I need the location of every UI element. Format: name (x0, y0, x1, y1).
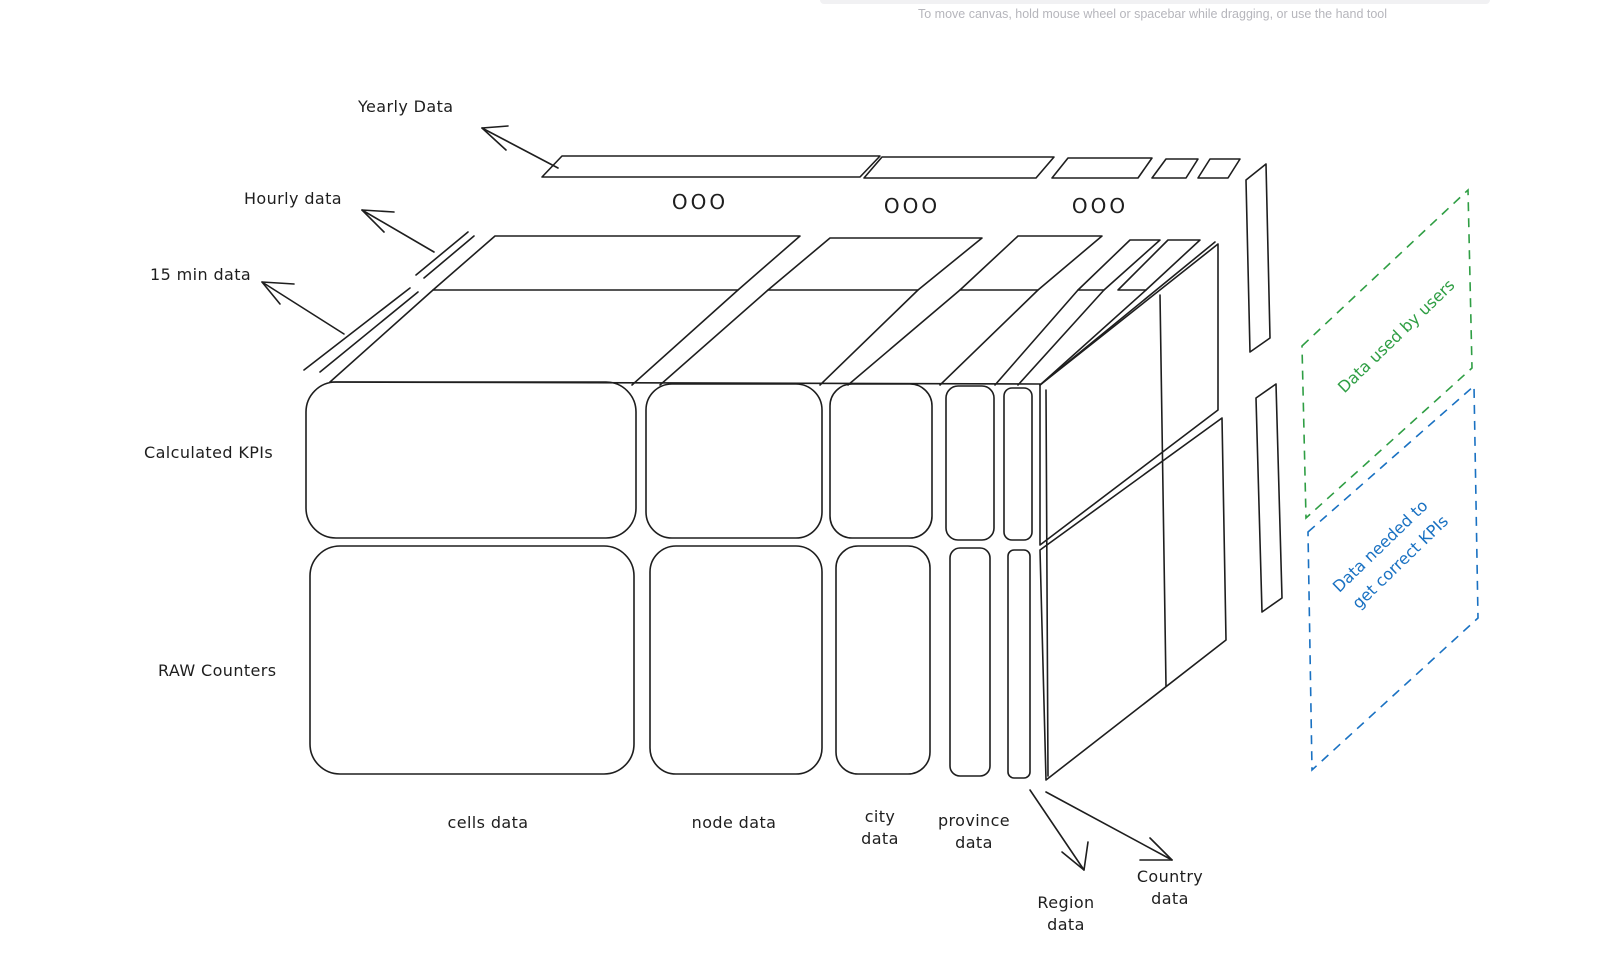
kpi-province-block (945, 385, 995, 541)
ellipsis-3: OOO (1072, 194, 1128, 218)
label-arrows (261, 125, 1173, 871)
label-country-line2: data (1151, 889, 1189, 908)
label-yearly-data: Yearly Data (357, 97, 453, 116)
raw-row (309, 545, 1031, 779)
kpi-city-block (829, 383, 933, 539)
label-country-line1: Country (1137, 867, 1203, 886)
kpi-node-block (645, 383, 823, 539)
label-data-used-by-users: Data used by users (1334, 275, 1459, 396)
raw-cells-block (309, 545, 635, 775)
ellipsis-1: OOO (672, 190, 728, 214)
ellipsis-2: OOO (884, 194, 940, 218)
label-region-line1: Region (1037, 893, 1094, 912)
canvas-hint: To move canvas, hold mouse wheel or spac… (918, 7, 1388, 21)
region-data-needed: Data needed to get correct KPIs (1307, 384, 1479, 772)
region-data-used-by-users: Data used by users (1301, 188, 1473, 520)
raw-node-block (649, 545, 823, 775)
ellipsis-markers: OOO OOO OOO (672, 190, 1128, 218)
raw-region-block (1007, 549, 1031, 779)
side-face (1039, 243, 1227, 781)
far-right-slabs (1245, 163, 1283, 613)
label-raw-counters: RAW Counters (158, 661, 277, 680)
label-cells-data: cells data (448, 813, 529, 832)
raw-province-block (949, 547, 991, 777)
kpi-cells-block (305, 381, 637, 539)
label-city-line2: data (861, 829, 899, 848)
label-hourly-data: Hourly data (244, 189, 342, 208)
yearly-slabs (541, 155, 1241, 179)
label-province-line2: data (955, 833, 993, 852)
kpi-row (305, 381, 1033, 541)
label-province-line1: province (938, 811, 1010, 830)
label-city-line1: city (865, 807, 896, 826)
kpi-region-block (1003, 387, 1033, 541)
label-node-data: node data (692, 813, 777, 832)
canvas-hint-bar (820, 0, 1490, 4)
label-15min-data: 15 min data (150, 265, 251, 284)
raw-city-block (835, 545, 931, 775)
hourly-slabs (415, 231, 1201, 291)
label-calculated-kpis: Calculated KPIs (144, 443, 273, 462)
label-region-line2: data (1047, 915, 1085, 934)
min15-connectors (303, 241, 1216, 386)
